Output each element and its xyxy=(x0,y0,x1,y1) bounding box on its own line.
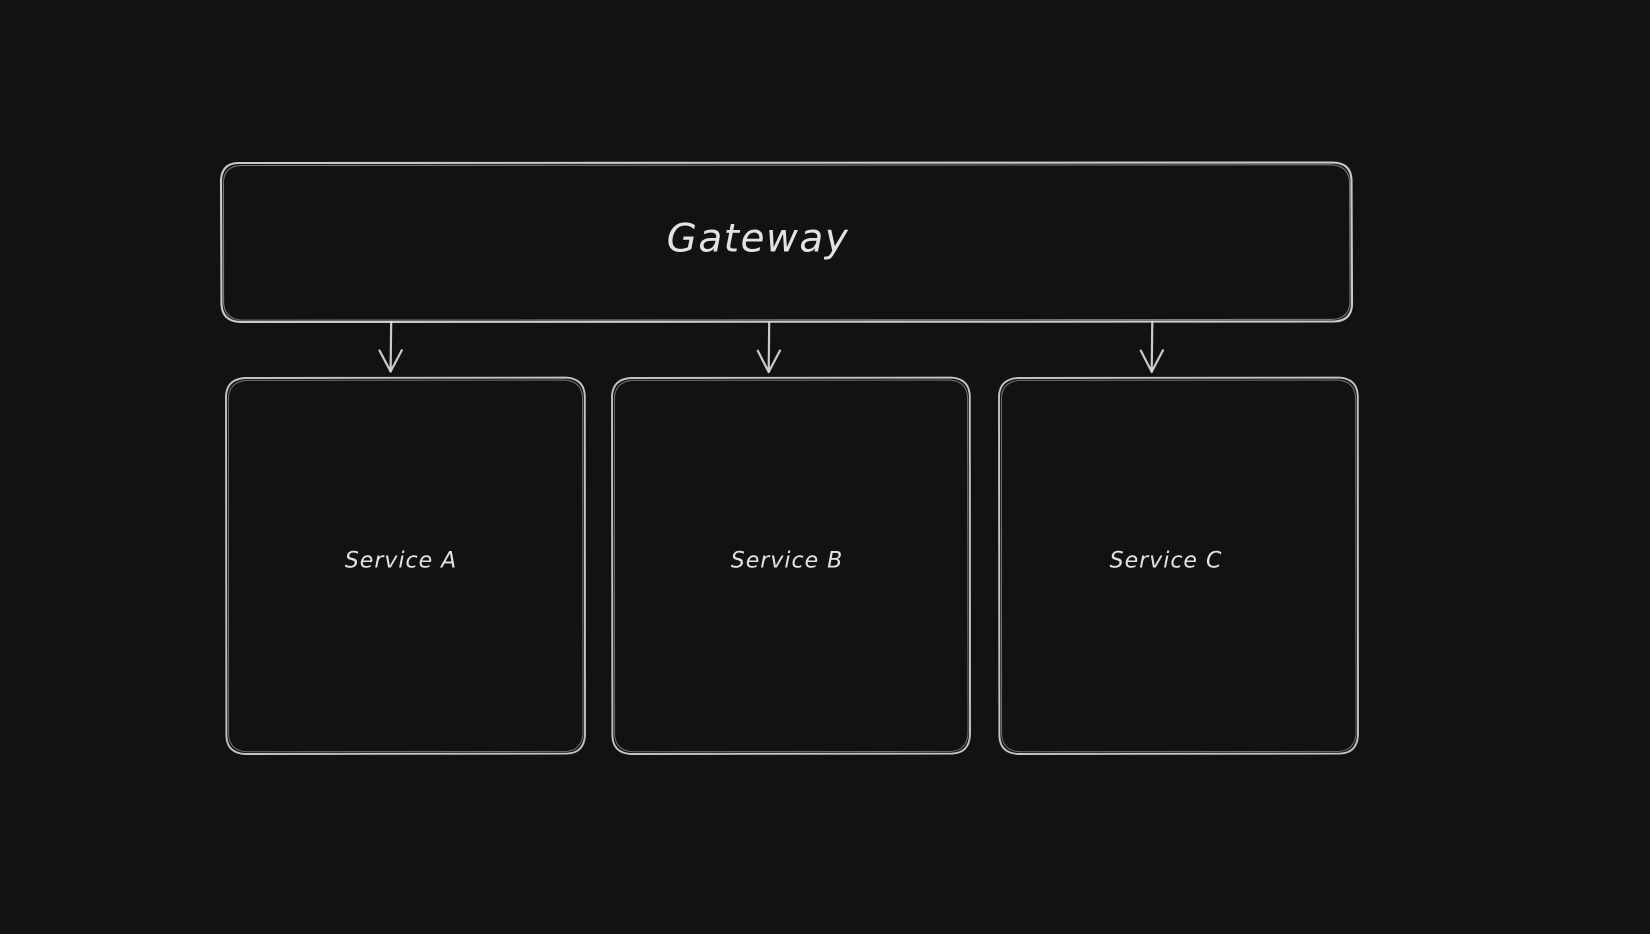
service-b-node[interactable] xyxy=(612,378,970,755)
edge-gateway-to-service-c[interactable] xyxy=(1139,320,1165,373)
edge-gateway-to-service-b[interactable] xyxy=(756,320,782,374)
edge-gateway-to-service-a[interactable] xyxy=(378,320,403,373)
service-c-node[interactable] xyxy=(999,378,1358,755)
service-a-node[interactable] xyxy=(226,378,585,755)
gateway-node[interactable] xyxy=(221,162,1352,322)
service-c-node-shape[interactable] xyxy=(998,376,1359,755)
service-a-node-shape[interactable] xyxy=(225,376,586,755)
service-b-node-shape[interactable] xyxy=(611,376,971,755)
gateway-node-shape[interactable] xyxy=(219,161,1354,324)
